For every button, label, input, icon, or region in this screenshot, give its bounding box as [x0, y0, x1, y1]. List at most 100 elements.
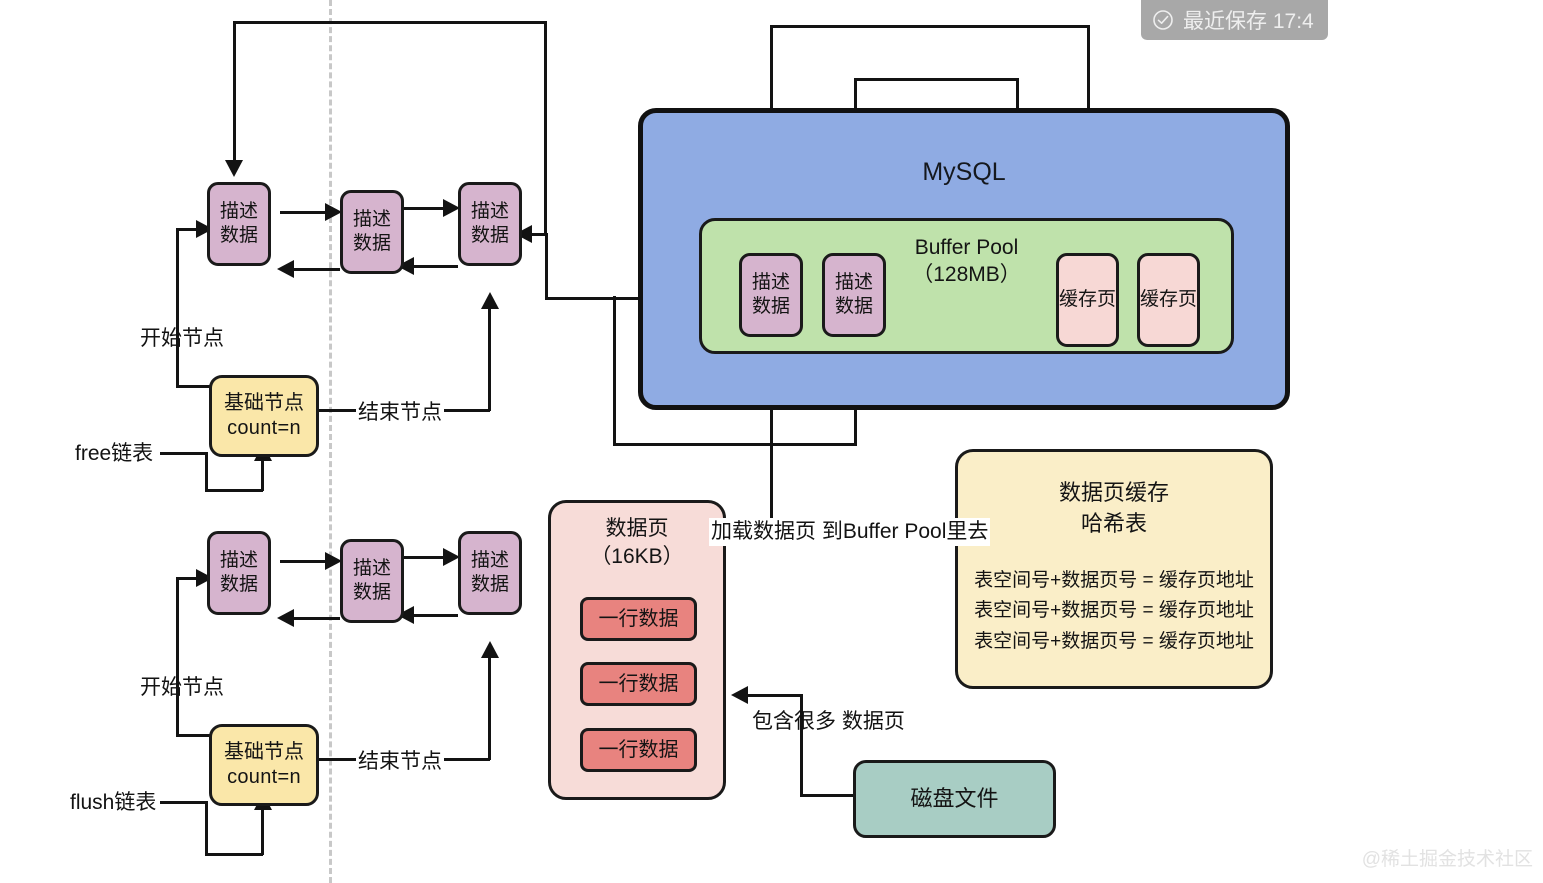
connector-free-start-to-node [176, 228, 198, 231]
connector-free-n2-n3 [400, 207, 445, 210]
connector-free-n2-n1 [290, 268, 340, 271]
load-data-page-label: 加载数据页 到Buffer Pool里去 [709, 518, 991, 547]
flush-list-base-count: count=n [227, 766, 301, 788]
free-list-base-count: count=n [227, 417, 301, 439]
connector-flush-n2-n1 [290, 617, 340, 620]
data-page-title-line2: （16KB） [590, 545, 684, 569]
connector-free-n1-n2 [280, 211, 327, 214]
data-page-row-3-label: 一行数据 [598, 738, 679, 761]
free-list-node-2-line1: 描述 [352, 209, 391, 231]
free-list-node-2-line2: 数据 [352, 233, 391, 254]
connector-free-listname-up [261, 455, 264, 491]
connector-flush-start-to-node [176, 577, 198, 580]
pool-descriptor-2-line2: 数据 [834, 296, 873, 317]
flush-list-node-1-line1: 描述 [219, 550, 258, 572]
flush-list-start-label: 开始节点 [140, 676, 224, 699]
arrow-free-n2-to-n3 [443, 199, 460, 217]
connector-flush-listname-vertical [205, 801, 208, 856]
hash-table-entries: 表空间号+数据页号 = 缓存页地址 表空间号+数据页号 = 缓存页地址 表空间号… [974, 566, 1254, 658]
flush-list-end-label: 结束节点 [356, 745, 444, 775]
arrow-free-n1-to-n2 [325, 203, 342, 221]
connector-flush-n1-n2 [280, 560, 327, 563]
arrow-free-end-into-node3 [481, 292, 499, 309]
connector-free-loop-right-vertical [544, 21, 547, 233]
free-list-base-title: 基础节点 [224, 392, 304, 414]
connector-flush-listname-horizontal [160, 801, 208, 804]
hash-table-entry-3: 表空间号+数据页号 = 缓存页地址 [974, 631, 1254, 653]
data-page-row-1-label: 一行数据 [598, 607, 679, 630]
save-status-text: 最近保存 17:4 [1183, 10, 1314, 33]
hash-table-entry-1: 表空间号+数据页号 = 缓存页地址 [974, 569, 1254, 591]
pool-descriptor-1-line2: 数据 [751, 296, 790, 317]
arrow-into-free-node-1 [225, 160, 243, 177]
data-page-row-3: 一行数据 [580, 728, 697, 772]
cache-page-2: 缓存页 [1137, 253, 1200, 347]
arrow-into-data-page [731, 686, 748, 704]
connector-desc2-top-horizontal [854, 78, 1019, 81]
connector-pool-desc-to-free-v [545, 233, 548, 300]
flush-list-node-1: 描述 数据 [207, 531, 271, 615]
connector-flush-end-vertical [488, 654, 491, 760]
buffer-pool-title-line1: Buffer Pool [914, 236, 1019, 259]
flush-list-node-3: 描述 数据 [458, 531, 522, 615]
arrow-flush-n1-to-n2 [325, 552, 342, 570]
connector-flush-listname-bottom [205, 853, 263, 856]
connector-free-listname-horizontal [160, 452, 208, 455]
free-list-start-label: 开始节点 [140, 327, 224, 350]
connector-free-listname-bottom [205, 489, 263, 492]
connector-pool-desc-to-free-h2 [528, 233, 548, 236]
save-status-toast: 最近保存 17:4 [1141, 0, 1328, 40]
arrow-flush-n2-to-n1 [277, 609, 294, 627]
connector-disk-to-page-vertical [800, 694, 803, 797]
data-page-row-1: 一行数据 [580, 597, 697, 641]
mysql-title: MySQL [922, 158, 1006, 186]
free-list-node-3-line1: 描述 [470, 201, 509, 223]
free-list-node-1-line1: 描述 [219, 201, 258, 223]
pool-descriptor-1: 描述 数据 [739, 253, 803, 337]
data-page-title-line1: 数据页 [605, 517, 669, 540]
pool-descriptor-2: 描述 数据 [822, 253, 886, 337]
connector-flush-n2-n3 [400, 556, 445, 559]
flush-list-base-title: 基础节点 [224, 741, 304, 763]
connector-load-page-vertical [770, 372, 773, 522]
buffer-pool-title-line2: （128MB） [912, 263, 1021, 287]
check-circle-icon [1151, 8, 1175, 32]
contains-many-pages-line2: 数据页 [841, 710, 905, 733]
flush-list-node-1-line2: 数据 [219, 574, 258, 595]
hash-table-box: 数据页缓存 哈希表 表空间号+数据页号 = 缓存页地址 表空间号+数据页号 = … [955, 449, 1273, 689]
contains-many-pages-line1: 包含很多 [752, 710, 836, 733]
free-list-end-label: 结束节点 [356, 396, 444, 426]
flush-list-name-label: flush链表 [70, 791, 157, 814]
arrow-flush-end-into-node3 [481, 641, 499, 658]
cache-page-1-label: 缓存页 [1059, 289, 1117, 311]
pool-descriptor-2-line1: 描述 [834, 272, 873, 294]
data-page-row-2: 一行数据 [580, 662, 697, 706]
connector-free-end-vertical [488, 305, 491, 411]
connector-free-listname-vertical [205, 452, 208, 492]
flush-list-node-2-line1: 描述 [352, 558, 391, 580]
data-page-row-2-label: 一行数据 [598, 672, 679, 695]
load-data-page-label-line1: 加载数据页 [711, 520, 816, 543]
free-list-node-3-line2: 数据 [470, 225, 509, 246]
connector-flush-start-horizontal [176, 734, 216, 737]
connector-disk-to-page-horizontal [800, 794, 856, 797]
flush-list-node-2-line2: 数据 [352, 582, 391, 603]
free-list-node-1-line2: 数据 [219, 225, 258, 246]
flush-list-node-3-line2: 数据 [470, 574, 509, 595]
contains-many-pages-label: 包含很多 数据页 [752, 708, 905, 736]
watermark: @稀土掘金技术社区 [1361, 849, 1533, 870]
connector-page-arrow-horizontal [745, 694, 803, 697]
connector-load-page-source-horizontal [613, 443, 857, 446]
connector-flush-n3-n2 [410, 614, 458, 617]
connector-free-loop-left-vertical [233, 21, 236, 161]
connector-free-loop-top-horizontal [233, 21, 547, 24]
connector-flush-start-vertical [176, 577, 179, 737]
hash-table-title-line1: 数据页缓存 [1058, 480, 1169, 505]
flush-list-node-3-line1: 描述 [470, 550, 509, 572]
free-list-node-1: 描述 数据 [207, 182, 271, 266]
cache-page-1: 缓存页 [1056, 253, 1119, 347]
arrow-free-n2-to-n1 [277, 260, 294, 278]
connector-desc1-top-horizontal [770, 25, 1090, 28]
load-data-page-label-line2: 到Buffer Pool里去 [821, 520, 989, 543]
